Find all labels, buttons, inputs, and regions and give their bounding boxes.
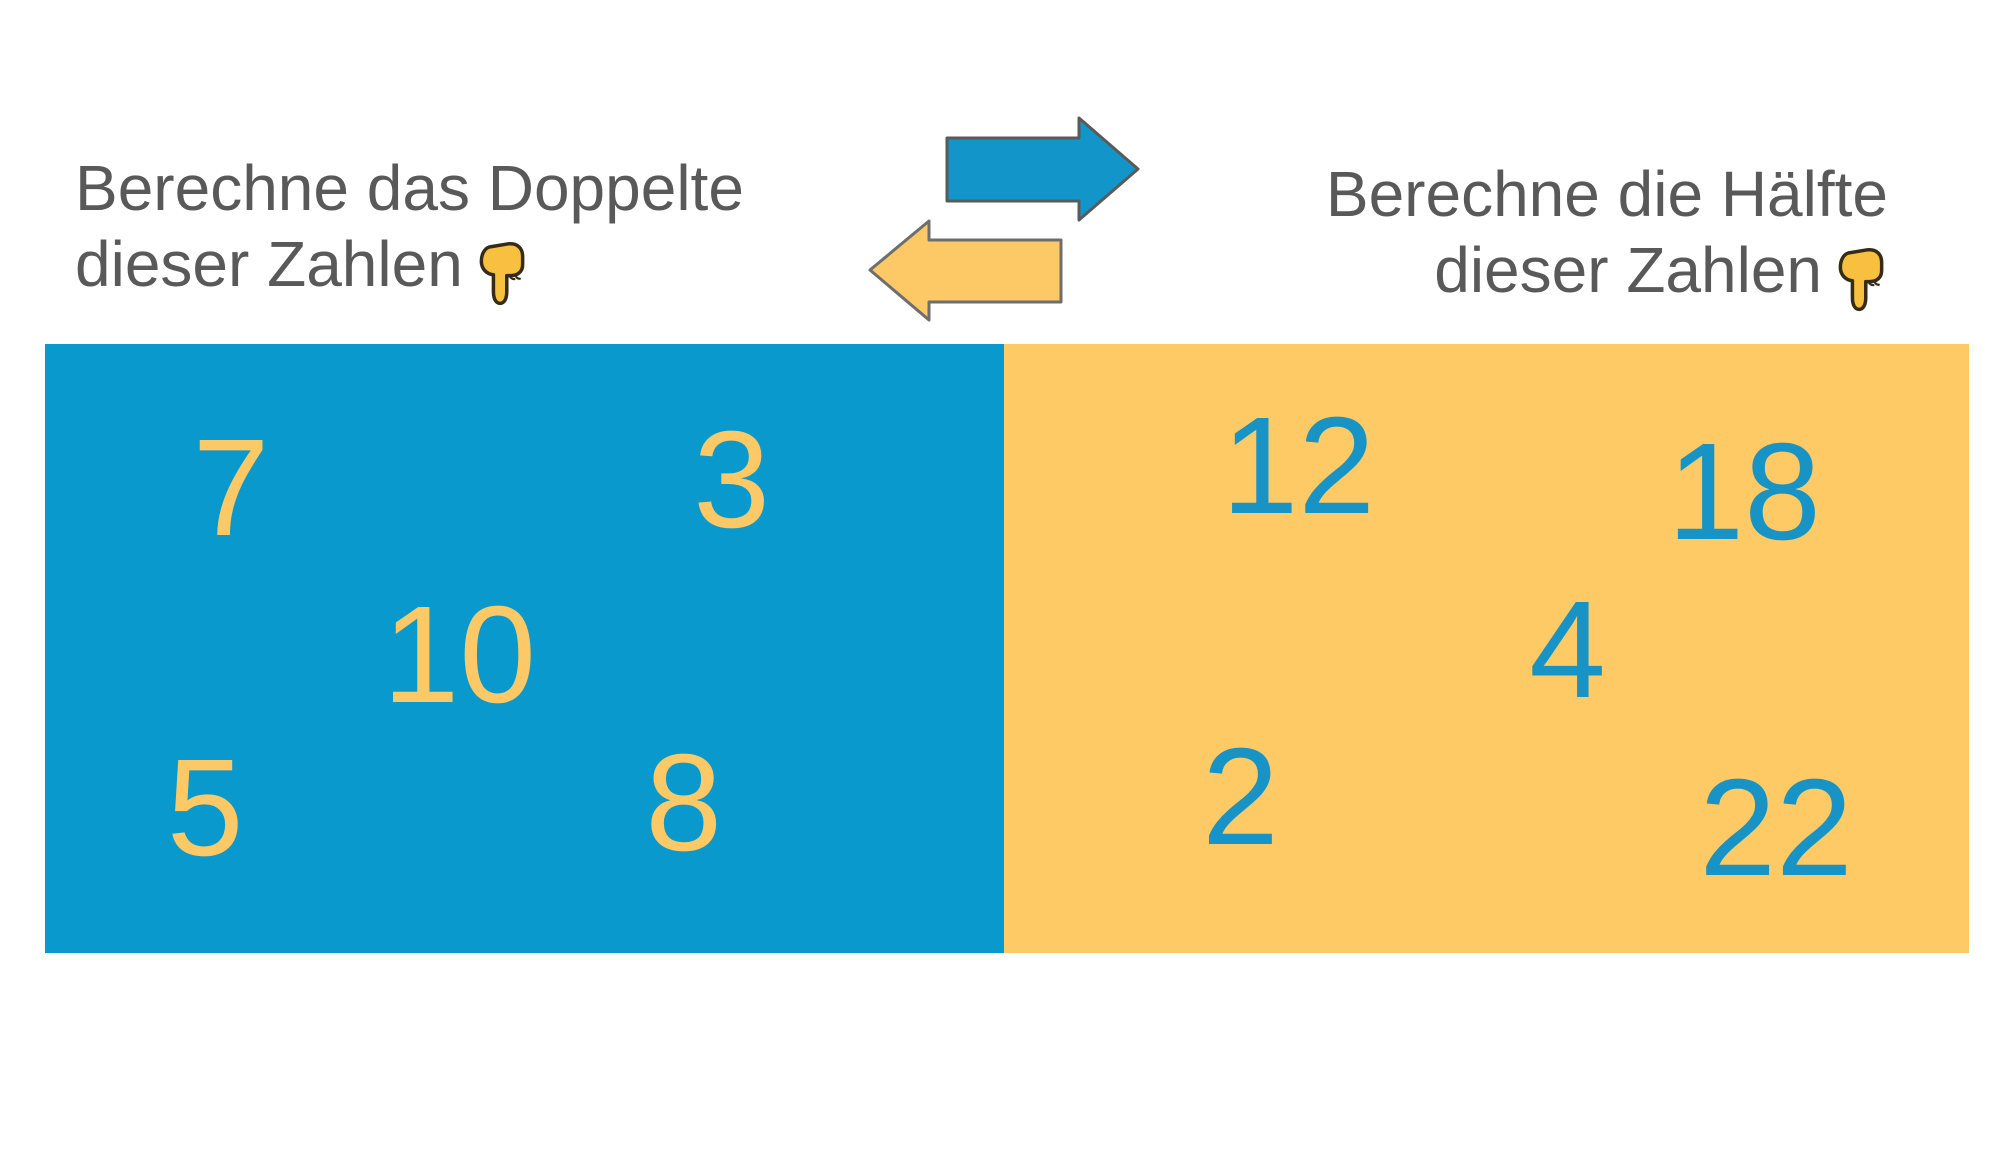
number-to-halve: 18 [1667,414,1821,569]
right-arrow-icon [945,116,1140,222]
instruction-half-line2-text: dieser Zahlen [1434,234,1822,306]
number-to-double: 10 [382,578,537,733]
instruction-double-line2-text: dieser Zahlen [75,228,463,300]
double-numbers-box: 7 3 10 5 8 [45,344,1004,953]
number-to-double: 8 [645,726,723,881]
number-to-halve: 2 [1202,720,1279,875]
pointing-down-hand-icon [1838,248,1884,312]
number-to-halve: 4 [1529,572,1606,727]
instruction-half: Berechne die Hälfte dieser Zahlen [1326,156,1888,314]
number-to-halve: 22 [1699,751,1853,906]
number-to-double: 5 [166,731,244,886]
pointing-down-hand-icon [479,242,525,306]
number-to-double: 7 [192,410,270,565]
instruction-half-line2: dieser Zahlen [1326,232,1888,314]
half-numbers-box: 12 18 4 2 22 [1004,344,1969,953]
instruction-double-line2: dieser Zahlen [75,226,744,308]
left-arrow-icon [868,219,1063,322]
number-to-double: 3 [693,402,771,557]
instruction-double-line1: Berechne das Doppelte [75,152,744,224]
number-to-halve: 12 [1221,388,1376,543]
instruction-double: Berechne das Doppelte dieser Zahlen [75,150,744,308]
instruction-half-line1: Berechne die Hälfte [1325,158,1888,230]
